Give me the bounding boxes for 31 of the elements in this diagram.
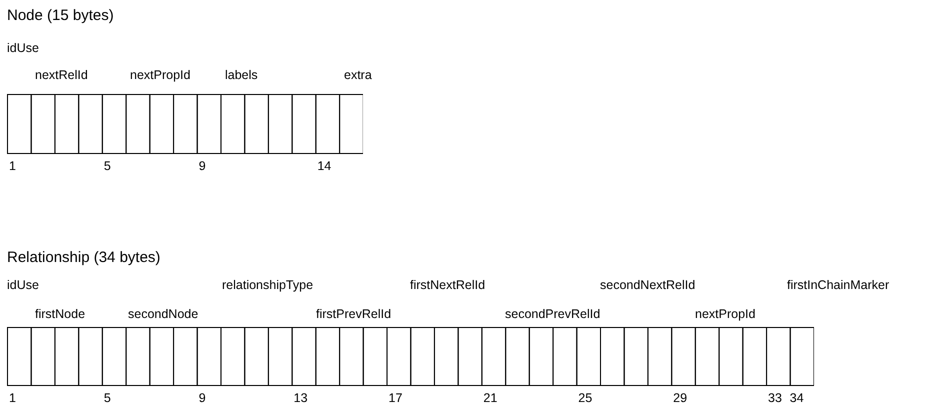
byte-number: 9 (198, 160, 206, 172)
byte-number: 29 (673, 392, 688, 404)
byte-number: 17 (388, 392, 402, 404)
byte-number: 13 (294, 392, 308, 404)
byte-number: 5 (104, 160, 111, 172)
section-heading: Relationship (34 bytes) (7, 250, 160, 265)
field-label: relationshipType (222, 279, 314, 292)
field-label: firstPrevRelId (316, 308, 392, 320)
field-label: nextPropId (130, 69, 190, 82)
byte-number: 21 (483, 392, 498, 404)
field-label: idUse (7, 42, 39, 54)
byte-number: 25 (578, 392, 592, 404)
field-label: extra (344, 69, 372, 82)
field-label: nextPropId (695, 308, 756, 320)
field-label: firstNode (35, 308, 86, 320)
field-label: idUse (7, 279, 39, 292)
field-label: secondNextRelId (600, 279, 696, 292)
byte-number: 1 (9, 160, 16, 172)
field-label: firstNextRelId (410, 279, 486, 292)
byte-number: 33 (768, 392, 782, 404)
byte-number: 34 (790, 392, 804, 404)
section-heading: Node (15 bytes) (7, 8, 114, 23)
field-label: firstInChainMarker (787, 279, 890, 292)
byte-number: 5 (104, 392, 111, 404)
field-label: secondPrevRelId (505, 308, 600, 320)
field-label: nextRelId (35, 69, 88, 82)
byte-number: 14 (317, 160, 332, 172)
field-label: labels (225, 69, 258, 82)
byte-number: 1 (9, 392, 16, 404)
byte-number: 9 (198, 392, 206, 404)
field-label: secondNode (128, 308, 198, 320)
